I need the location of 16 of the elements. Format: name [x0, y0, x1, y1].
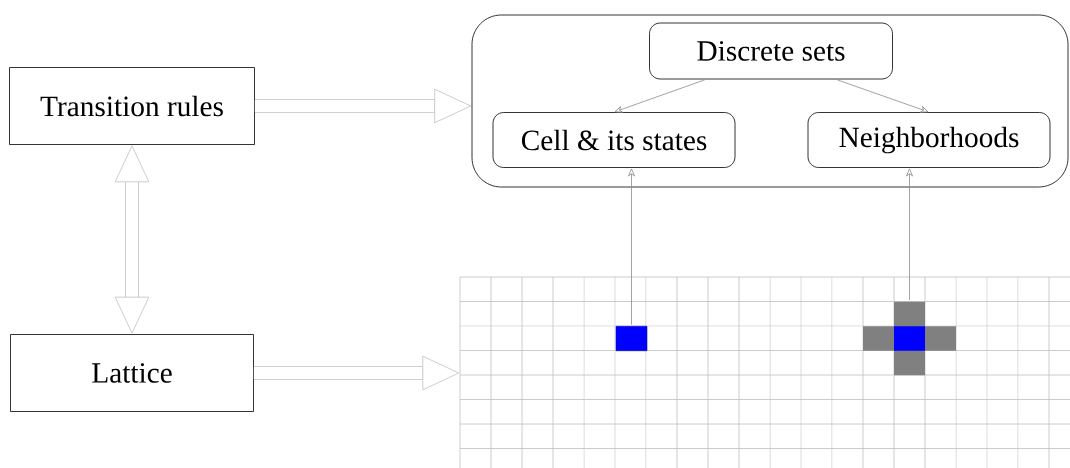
hollow-arrow [114, 145, 150, 334]
rounded-box: Discrete sets [649, 22, 893, 80]
lattice-grid-drawing [459, 276, 1070, 468]
rounded-box: Neighborhoods [807, 112, 1051, 168]
arrow [836, 79, 929, 113]
arrow [628, 168, 635, 326]
neighborhood-cross [863, 301, 956, 376]
arrow [614, 79, 706, 113]
arrow [906, 168, 913, 301]
group-box [471, 14, 1069, 188]
hollow-arrow [253, 355, 460, 391]
rounded-box: Cell & its states [492, 112, 736, 168]
cell-square [615, 326, 648, 352]
process-box: Transition rules [9, 67, 255, 145]
process-box: Lattice [10, 334, 254, 412]
hollow-arrow [254, 88, 472, 124]
